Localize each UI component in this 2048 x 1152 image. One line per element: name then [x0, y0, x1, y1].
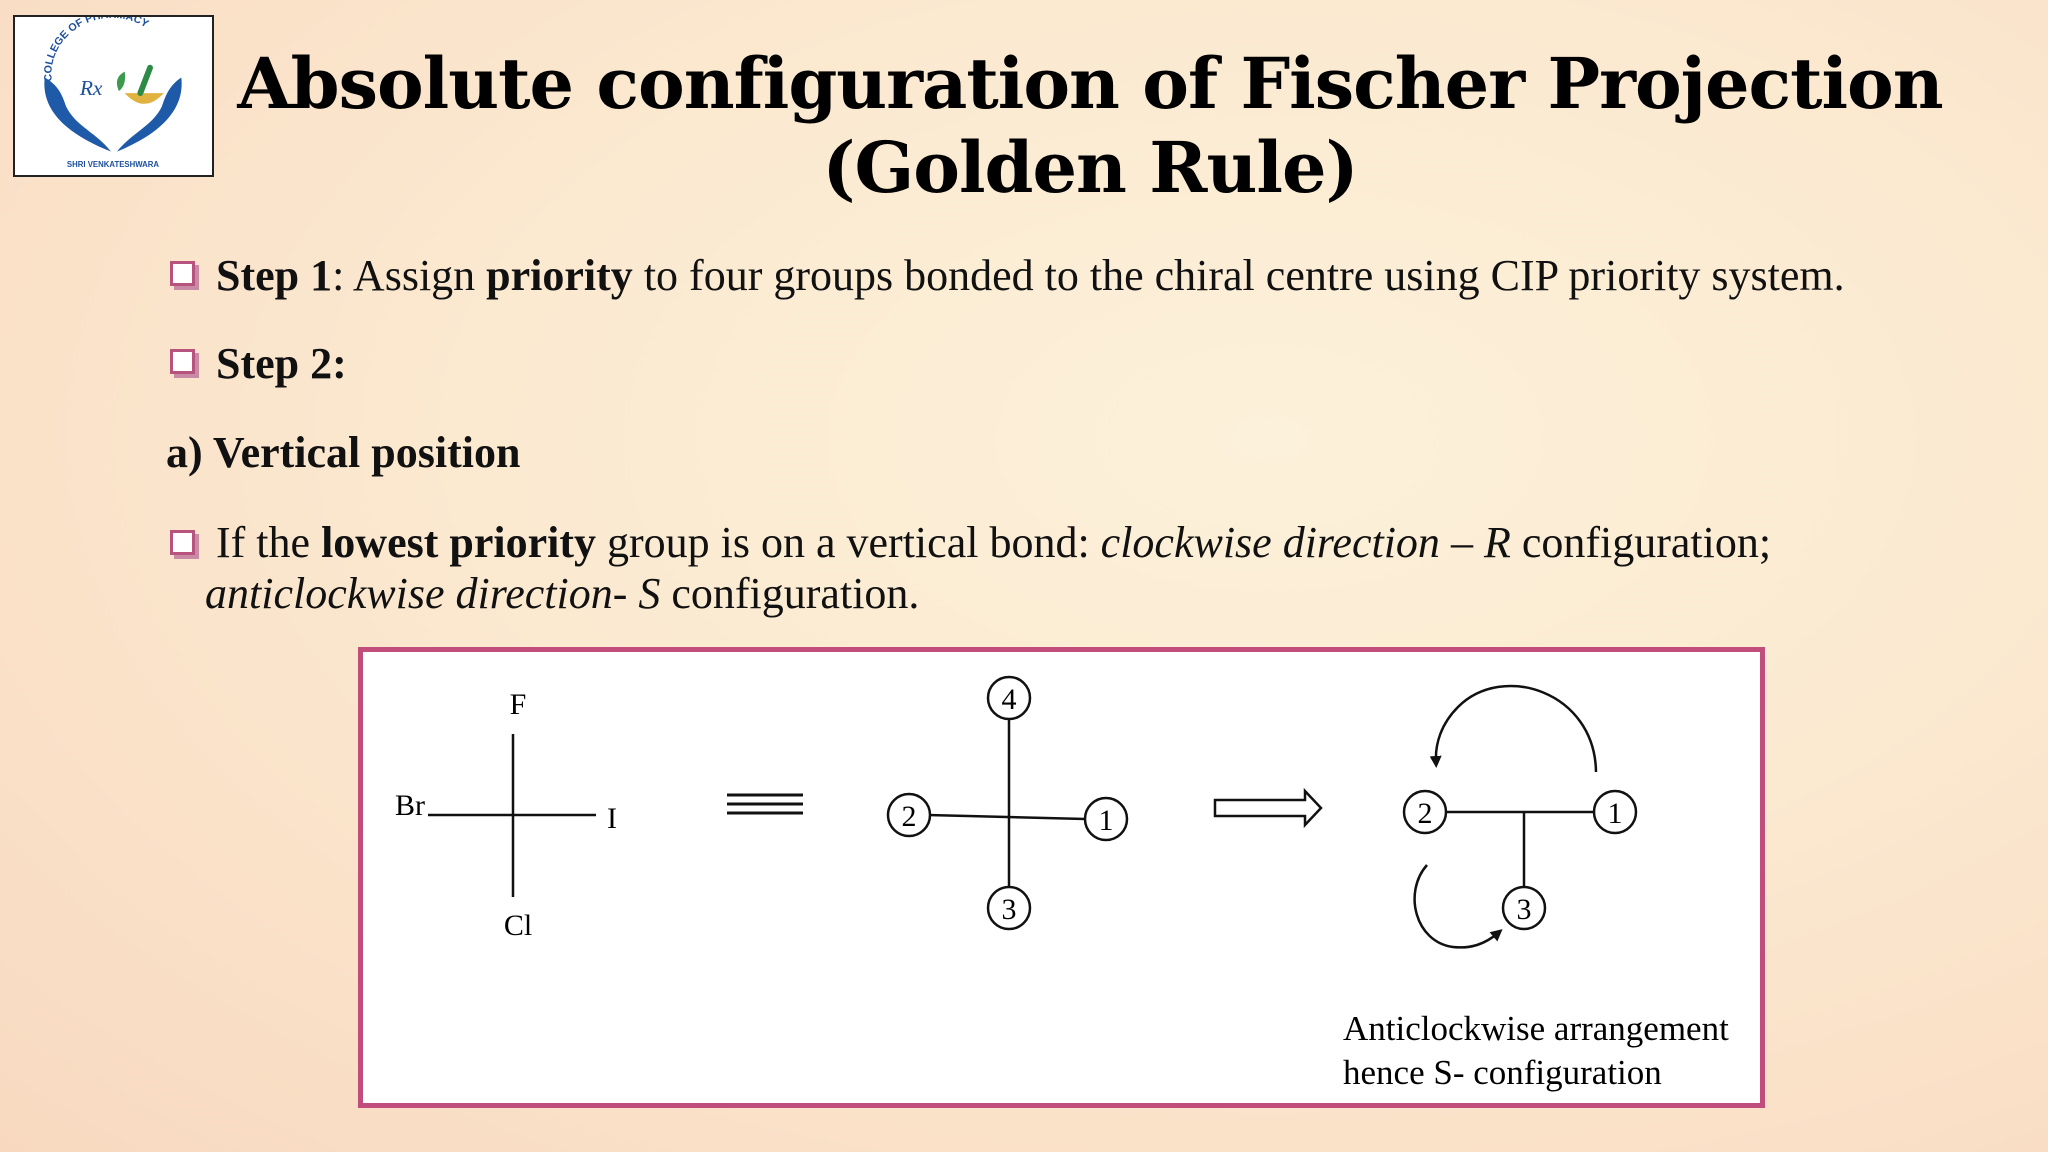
rule-line-1: If the lowest priority group is on a ver… [216, 518, 1771, 568]
t-circle-bottom [1501, 885, 1547, 931]
fischer-right-label: I [607, 802, 617, 835]
step-1-label: Step 1 [216, 251, 333, 300]
implies-arrow-icon [1213, 787, 1323, 829]
step-1-text-pre: : Assign [332, 251, 487, 300]
step-1-line: Step 1: Assign priority to four groups b… [216, 251, 1845, 301]
bullet-square-icon [170, 349, 195, 374]
rule-config-2: configuration. [660, 569, 920, 618]
fischer-bottom-label: Cl [504, 909, 532, 942]
t-left-number: 2 [1418, 797, 1433, 830]
slide-title: Absolute configuration of Fischer Projec… [230, 42, 1950, 210]
leaf-icon [116, 71, 126, 92]
priority-horizontal-bond [927, 813, 1086, 821]
rule-italic-clockwise: clockwise direction [1100, 518, 1440, 567]
rule-text-pre: If the [216, 518, 322, 567]
t-circle-right [1592, 789, 1638, 835]
college-logo: COLLEGE OF PHARMACY Rx SHRI VENKATESHWAR… [13, 15, 214, 177]
priority-cross: 4 2 1 3 [886, 675, 1129, 931]
step-1-bold: priority [486, 251, 633, 300]
step-2-line: Step 2: [216, 339, 347, 389]
caption-line-2: hence S- configuration [1343, 1053, 1662, 1092]
fischer-top-label: F [510, 688, 527, 721]
step-2-label: Step 2: [216, 339, 347, 388]
rule-r-letter: R [1483, 518, 1511, 567]
priority-left-number: 2 [902, 800, 917, 833]
step-1-text-post: to four groups bonded to the chiral cent… [632, 251, 1845, 300]
title-line-2: (Golden Rule) [822, 126, 1358, 209]
sub-heading-text: a) Vertical position [166, 428, 521, 477]
fischer-diagram: F Br I Cl 4 2 1 3 [395, 675, 1729, 1092]
bullet-square-icon [170, 530, 195, 555]
t-shape-projection: 2 1 3 [1402, 684, 1638, 949]
bullet-square-icon [170, 261, 195, 286]
rule-line-2: anticlockwise direction- S configuration… [205, 569, 919, 619]
priority-circle-bottom [986, 885, 1032, 931]
priority-circle-right [1083, 796, 1129, 842]
lower-arc-arrow-icon [1413, 864, 1503, 949]
priority-circle-left [886, 792, 932, 838]
fischer-left-label: Br [395, 789, 425, 822]
equivalence-sign-icon [727, 793, 803, 815]
priority-circle-top [986, 675, 1032, 721]
sub-heading-vertical-position: a) Vertical position [166, 428, 520, 478]
priority-top-number: 4 [1002, 683, 1017, 716]
rule-dash: – [1439, 518, 1484, 567]
logo-bottom-text: SHRI VENKATESHWARA [67, 160, 159, 169]
left-hand-shape [44, 77, 112, 152]
college-of-pharmacy-logo-icon: COLLEGE OF PHARMACY Rx SHRI VENKATESHWAR… [42, 17, 182, 169]
priority-right-number: 1 [1099, 804, 1114, 837]
priority-bottom-number: 3 [1002, 893, 1017, 926]
mortar-icon [124, 93, 164, 104]
fischer-projection: F Br I Cl [395, 688, 617, 942]
rule-s-letter: S [638, 569, 661, 618]
t-circle-left [1402, 789, 1448, 835]
fischer-diagram-box: F Br I Cl 4 2 1 3 [358, 647, 1765, 1108]
caption-line-1: Anticlockwise arrangement [1343, 1009, 1729, 1048]
rule-config-1: configuration; [1510, 518, 1772, 567]
pestle-icon [137, 64, 153, 96]
rule-italic-anticlockwise: anticlockwise direction- [205, 569, 639, 618]
logo-rx-text: Rx [79, 76, 103, 100]
right-hand-shape [116, 77, 182, 152]
logo-arc-text: COLLEGE OF PHARMACY [42, 17, 150, 82]
anticlockwise-arc-arrow-icon [1429, 684, 1598, 773]
rule-bold: lowest priority [321, 518, 596, 567]
t-bottom-number: 3 [1517, 893, 1532, 926]
rule-text-mid: group is on a vertical bond: [596, 518, 1101, 567]
t-right-number: 1 [1608, 797, 1623, 830]
title-line-1: Absolute configuration of Fischer Projec… [237, 42, 1943, 125]
